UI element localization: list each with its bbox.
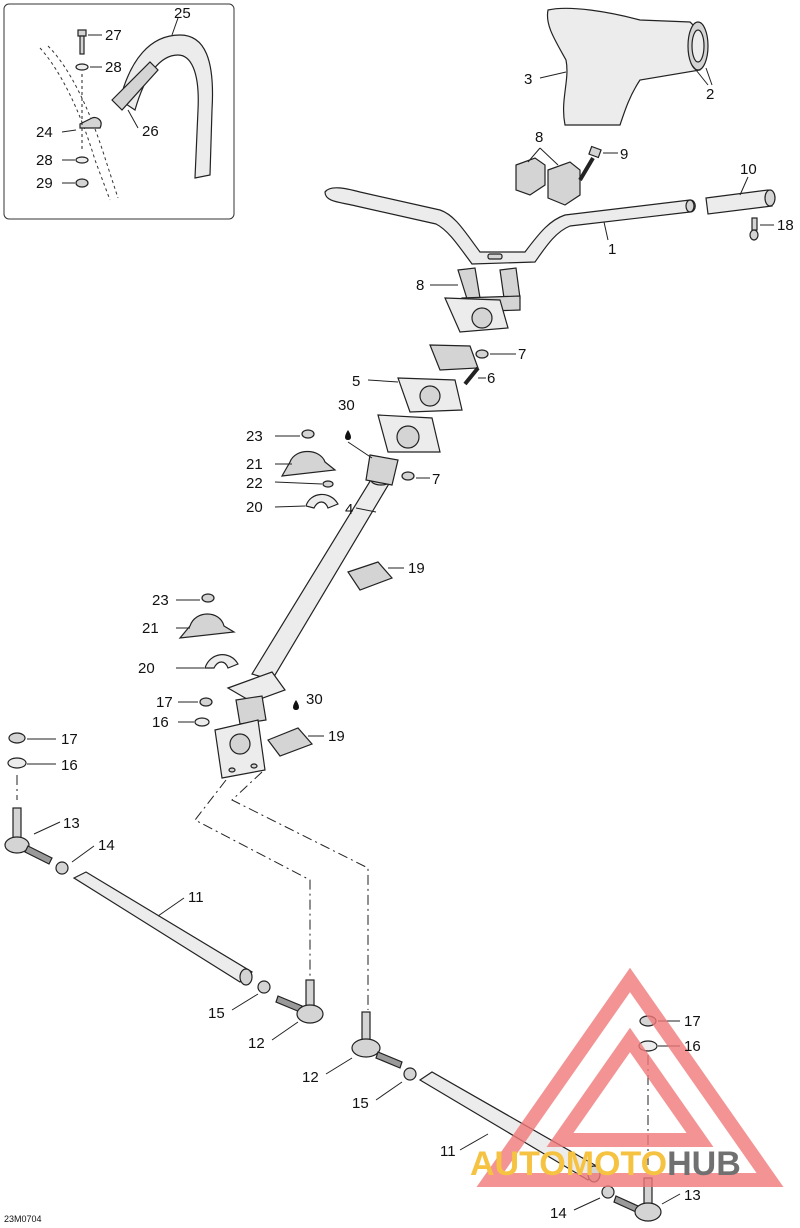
watermark: AUTOMOTOHUB (470, 967, 784, 1187)
centerline-left (194, 779, 311, 978)
callout-16b: 16 (61, 757, 78, 774)
bolt-6 (463, 366, 486, 386)
callout-12b: 12 (302, 1069, 319, 1086)
nut-7 (401, 349, 516, 481)
callout-8b: 8 (416, 277, 424, 294)
centerline-right (231, 771, 369, 1010)
watermark-triangle-outer (476, 967, 784, 1187)
lower-support-plate (214, 671, 286, 779)
watermark-text-moto: MOTO (566, 1145, 667, 1183)
watermark-text: AUTOMOTOHUB (470, 1145, 741, 1183)
callout-7a: 7 (518, 346, 526, 363)
callout-17a: 17 (156, 694, 173, 711)
callout-27: 27 (105, 27, 122, 44)
callout-21b: 21 (142, 620, 159, 637)
callout-17b: 17 (61, 731, 78, 748)
nut-17-left (7, 732, 56, 769)
callout-15a: 15 (208, 1005, 225, 1022)
watermark-text-auto: AUTO (470, 1145, 566, 1183)
steering-column-support-5 (367, 297, 509, 453)
callout-30a: 30 (338, 397, 355, 414)
bushing-19-upper (347, 561, 404, 591)
callout-13b: 13 (684, 1187, 701, 1204)
callout-16a: 16 (152, 714, 169, 731)
callout-24: 24 (36, 124, 53, 141)
tie-rod-end-13-left (4, 807, 61, 865)
bushing-19-lower (267, 727, 324, 757)
callout-20a: 20 (246, 499, 263, 516)
tie-rod-end-12-right (325, 1011, 403, 1075)
bracket-21-upper (274, 429, 339, 509)
callout-10: 10 (740, 161, 757, 178)
callout-19b: 19 (328, 728, 345, 745)
steering-column-4 (251, 454, 399, 681)
callout-7b: 7 (432, 471, 440, 488)
callout-8a: 8 (535, 129, 543, 146)
callout-23a: 23 (246, 428, 263, 445)
watermark-triangle-inner (546, 1027, 714, 1147)
callout-22: 22 (246, 475, 263, 492)
jam-nut-15-left (231, 980, 271, 1011)
callout-2: 2 (706, 86, 714, 103)
callout-9: 9 (620, 146, 628, 163)
callout-13a: 13 (63, 815, 80, 832)
callout-labels: 1 2 3 4 5 6 7 7 8 8 9 10 11 11 12 12 13 … (4, 5, 794, 1224)
tie-rod-end-13-right (613, 1177, 681, 1222)
handlebar-pad-inset (3, 3, 235, 220)
callout-28a: 28 (105, 59, 122, 76)
callout-12a: 12 (248, 1035, 265, 1052)
handlebar-pad-3 (539, 7, 713, 126)
callout-28b: 28 (36, 152, 53, 169)
clamp-8-upper (515, 147, 581, 206)
callout-3: 3 (524, 71, 532, 88)
callout-19a: 19 (408, 560, 425, 577)
rivet-18 (749, 217, 774, 241)
callout-30b: 30 (306, 691, 323, 708)
callout-26: 26 (142, 123, 159, 140)
callout-1: 1 (608, 241, 616, 258)
jam-nut-15-right (375, 1067, 417, 1101)
callout-18: 18 (777, 217, 794, 234)
callout-15b: 15 (352, 1095, 369, 1112)
tie-rod-11-left (72, 871, 254, 986)
callout-23b: 23 (152, 592, 169, 609)
callout-6: 6 (487, 370, 495, 387)
jam-nut-14-left (55, 845, 95, 875)
callout-4: 4 (345, 501, 353, 518)
callout-21a: 21 (246, 456, 263, 473)
callout-14a: 14 (98, 837, 115, 854)
callout-11a: 11 (188, 889, 204, 906)
callout-17c: 17 (684, 1013, 701, 1030)
drawing-code: 23M0704 (4, 1214, 42, 1224)
grip-10 (705, 176, 776, 215)
nut-17-plate (178, 697, 213, 727)
bolt-9 (578, 145, 618, 182)
callout-29: 29 (36, 175, 53, 192)
handlebar-1 (324, 187, 696, 265)
callout-11b: 11 (440, 1143, 456, 1160)
callout-25: 25 (174, 5, 191, 22)
callout-14b: 14 (550, 1205, 567, 1222)
callout-16c: 16 (684, 1038, 701, 1055)
callout-5: 5 (352, 373, 360, 390)
bracket-21-lower (176, 593, 239, 669)
callout-20b: 20 (138, 660, 155, 677)
watermark-text-hub: HUB (667, 1145, 741, 1183)
jam-nut-14-right (573, 1185, 615, 1211)
tie-rod-end-12-left (271, 979, 324, 1041)
grease-30 (293, 430, 373, 710)
